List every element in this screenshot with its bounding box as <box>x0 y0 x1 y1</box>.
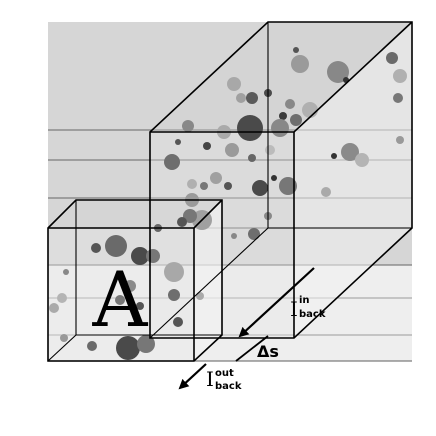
particle <box>225 143 239 157</box>
particle <box>124 280 136 292</box>
particle <box>49 303 59 313</box>
particle <box>246 92 258 104</box>
particle <box>227 77 241 91</box>
back-box-top <box>150 22 412 132</box>
particle <box>224 182 232 190</box>
particle <box>271 119 289 137</box>
particle <box>248 228 260 240</box>
particle <box>291 55 309 73</box>
particle <box>168 289 180 301</box>
particle <box>87 341 97 351</box>
particle <box>237 115 263 141</box>
label-i-in-sub: back <box>299 309 326 320</box>
particle <box>105 235 127 257</box>
box-edges <box>47 21 413 362</box>
particle <box>331 153 337 159</box>
particle <box>210 172 222 184</box>
particle <box>271 175 277 181</box>
particle <box>252 180 268 196</box>
particle <box>279 177 297 195</box>
particle <box>355 153 369 167</box>
label-i-out-sup: out <box>215 368 234 379</box>
particle <box>248 154 256 162</box>
particle <box>393 93 403 103</box>
label-delta-s: Δs <box>257 342 279 361</box>
particle <box>115 295 125 305</box>
particle <box>91 243 101 253</box>
back-box-side <box>294 22 412 338</box>
particle <box>137 335 155 353</box>
delta-s-tick <box>235 335 269 362</box>
particle <box>200 182 208 190</box>
particle <box>173 317 183 327</box>
particle <box>386 52 398 64</box>
particle <box>136 302 144 310</box>
particle <box>164 154 180 170</box>
particle <box>285 99 295 109</box>
particle <box>236 93 246 103</box>
label-i-out: I out back <box>206 367 242 392</box>
back-box-hidden-edge <box>149 227 269 339</box>
particle <box>302 102 318 118</box>
particle <box>177 217 187 227</box>
particle <box>146 249 160 263</box>
label-i-out-main: I <box>206 367 214 391</box>
particle <box>164 262 184 282</box>
particle <box>131 247 149 265</box>
particle <box>183 209 197 223</box>
label-i-in-main: I <box>290 297 298 321</box>
label-i-in: I in back <box>290 295 326 321</box>
particle <box>231 233 237 239</box>
particle <box>396 136 404 144</box>
label-i-in-sup: in <box>299 295 310 306</box>
incoming-intensity-arrow <box>238 267 315 338</box>
particles <box>49 47 407 360</box>
particle <box>293 47 299 53</box>
particle <box>321 187 331 197</box>
particle <box>290 114 302 126</box>
front-box-side <box>194 200 222 361</box>
particle <box>187 179 197 189</box>
particle <box>182 120 194 132</box>
particle <box>196 292 204 300</box>
particle <box>60 334 68 342</box>
particle <box>265 145 275 155</box>
particle <box>175 139 181 145</box>
particle <box>341 143 359 161</box>
particle <box>327 61 349 83</box>
outgoing-intensity-arrow <box>178 363 207 390</box>
particle <box>57 293 67 303</box>
front-box-hidden-edge <box>47 334 77 362</box>
particle <box>279 112 287 120</box>
particle <box>393 69 407 83</box>
label-i-out-sub: back <box>215 381 242 392</box>
particle <box>203 142 211 150</box>
particle <box>63 269 69 275</box>
particle <box>116 336 140 360</box>
big-letter-a: A <box>92 255 149 344</box>
